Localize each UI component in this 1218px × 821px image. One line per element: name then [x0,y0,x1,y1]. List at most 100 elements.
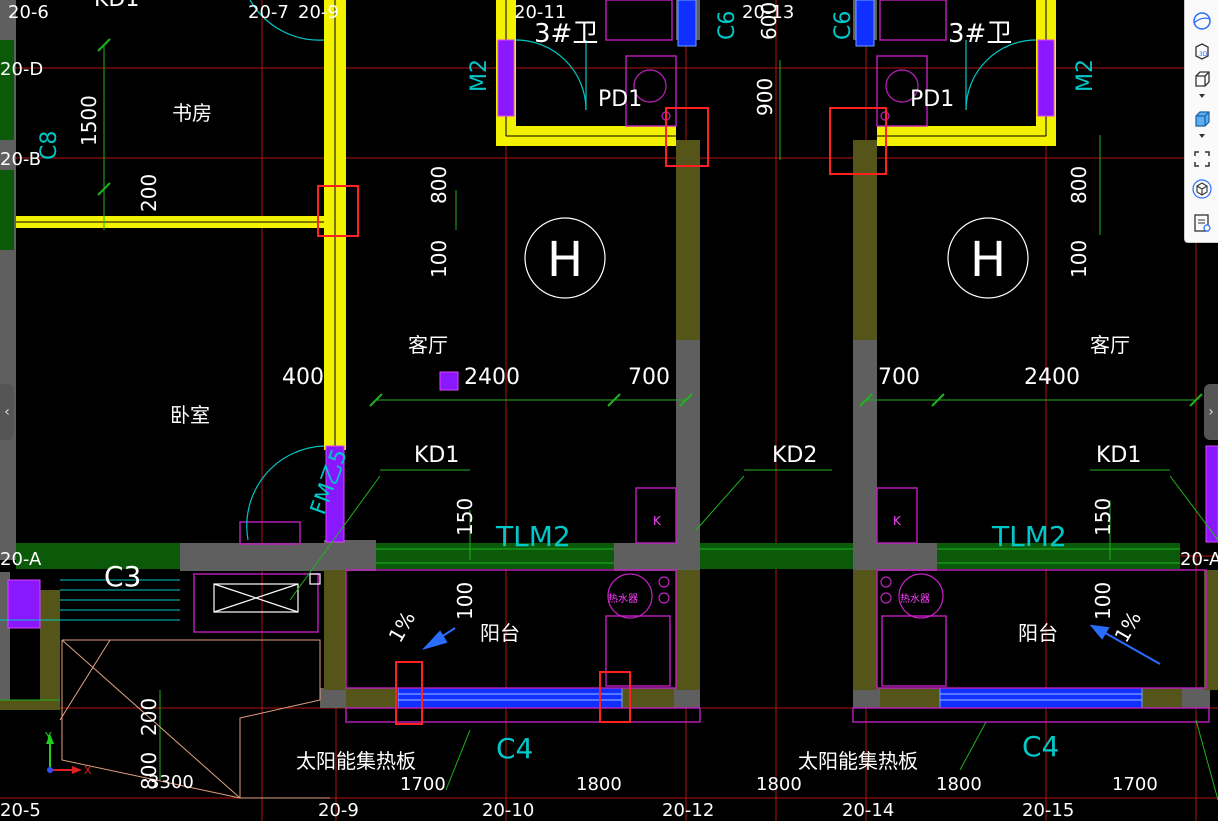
window-glass-lines [398,693,1142,701]
box-solid-dropdown[interactable] [1189,130,1215,144]
box-solid-icon [1195,111,1210,127]
tag-m2-right: M2 [1073,59,1098,92]
view-3d-cube-icon: 3D [1195,43,1209,60]
dim-150-right: 150 [1091,498,1115,536]
box-wireframe-button[interactable] [1189,66,1215,92]
tag-c6-b: C6 [831,11,856,40]
appliance-box [213,573,321,613]
box-wireframe-icon [1195,71,1210,87]
dropdown-arrow-icon [1199,134,1205,138]
tag-c6-a: C6 [715,11,740,40]
well-left: 3#卫 [534,19,598,49]
highlight-box-5[interactable] [599,671,631,723]
dim-900: 900 [753,78,777,116]
cube-outline-button[interactable] [1189,176,1215,202]
tag-kd1-right: KD1 [1096,443,1141,468]
box-wireframe-dropdown[interactable] [1189,90,1215,104]
tag-c4-left: C4 [496,732,533,765]
grid-label-20-6: 20-6 [8,2,49,23]
solar-panel-right: 太阳能集热板 [798,749,918,773]
highlight-box-4[interactable] [395,661,423,725]
dim-100-d: 100 [1091,582,1115,620]
room-balcony-right: 阳台 [1018,621,1058,645]
frame-select-icon [1194,151,1210,167]
highlight-box-3[interactable] [829,107,887,175]
dim-3300: 3300 [148,772,194,793]
dim-400: 400 [282,365,324,390]
view-3d-cube-button[interactable]: 3D [1189,38,1215,64]
dimension-ticks [97,38,1203,407]
view-toolbar: 3D [1184,0,1218,243]
left-panel-toggle[interactable]: ‹ [0,384,14,440]
room-bedroom: 卧室 [170,403,210,427]
tag-c8: C8 [37,131,62,160]
tag-kd1-top: KD1 [94,0,139,12]
svg-text:3D: 3D [1199,51,1208,58]
grid-label-20-a-left: 20-A [0,549,42,570]
view-3d-sphere-button[interactable] [1189,8,1215,34]
axis-x-label: X [84,764,92,777]
grid-label-20-5: 20-5 [0,800,41,821]
grid-label-20-7: 20-7 [248,2,289,23]
heater-right: 热水器 [900,592,930,605]
room-balcony-left: 阳台 [480,621,520,645]
tag-pd1-right: PD1 [910,87,954,112]
dim-700-left: 700 [628,365,670,390]
dim-700-right: 700 [878,365,920,390]
green-partition-lines [376,548,1180,564]
tag-kd2: KD2 [772,443,817,468]
tag-c4-right: C4 [1022,730,1059,763]
dim-1700-left: 1700 [400,774,446,795]
dim-100-c: 100 [453,582,477,620]
tag-kd1-left: KD1 [414,443,459,468]
well-right: 3#卫 [948,19,1012,49]
grid-label-20-13: 20-13 [742,2,794,23]
dim-200-b: 200 [137,698,161,736]
axis-indicator [46,734,82,774]
dim-100-b: 100 [1067,240,1091,278]
slope-arrows [421,624,1161,665]
cube-outline-icon [1192,179,1212,199]
tag-k-left: K [653,514,662,528]
tag-tlm2-right: TLM2 [991,520,1067,553]
h-marker-left: H [547,232,583,288]
solar-panel-left: 太阳能集热板 [296,749,416,773]
dim-150-left: 150 [453,498,477,536]
grid-label-20-15: 20-15 [1022,800,1074,821]
axis-y-label: Y [44,730,52,743]
yellow-wall-inner-lines [16,0,1047,450]
grid-label-20-9-bottom: 20-9 [318,800,359,821]
chevron-right-icon: › [1208,404,1214,420]
door-swing-arcs [246,0,1037,541]
olive-walls [0,140,1218,710]
grid-label-20-11: 20-11 [514,2,566,23]
tag-pd1-left: PD1 [598,87,642,112]
box-solid-button[interactable] [1189,106,1215,132]
salmon-outlines [59,639,330,799]
room-study: 书房 [172,101,212,125]
tag-m2-left: M2 [467,59,492,92]
highlight-boxes[interactable] [317,107,887,725]
dim-1800-c: 1800 [936,774,982,795]
heater-left: 热水器 [608,592,638,605]
dimension-lines [0,45,1218,801]
highlight-box-2[interactable] [665,107,709,167]
property-view-button[interactable] [1189,210,1215,236]
right-panel-toggle[interactable]: › [1204,384,1218,440]
property-view-icon [1194,214,1211,232]
dim-1500: 1500 [77,95,101,146]
dim-100-a: 100 [427,240,451,278]
dim-200-a: 200 [137,174,161,212]
dim-2400-right: 2400 [1024,365,1080,390]
highlight-box-1[interactable] [317,185,359,237]
cyan-lines [0,579,180,621]
magenta-outlines [193,0,1210,723]
blue-windows [397,0,1143,709]
view-3d-sphere-icon [1193,12,1211,30]
dim-800-c: 800 [137,752,161,790]
dim-2400-left: 2400 [464,365,520,390]
dim-800-b: 800 [1067,166,1091,204]
grid-label-20-a-right: 20-A [1180,549,1218,570]
frame-select-button[interactable] [1189,146,1215,172]
